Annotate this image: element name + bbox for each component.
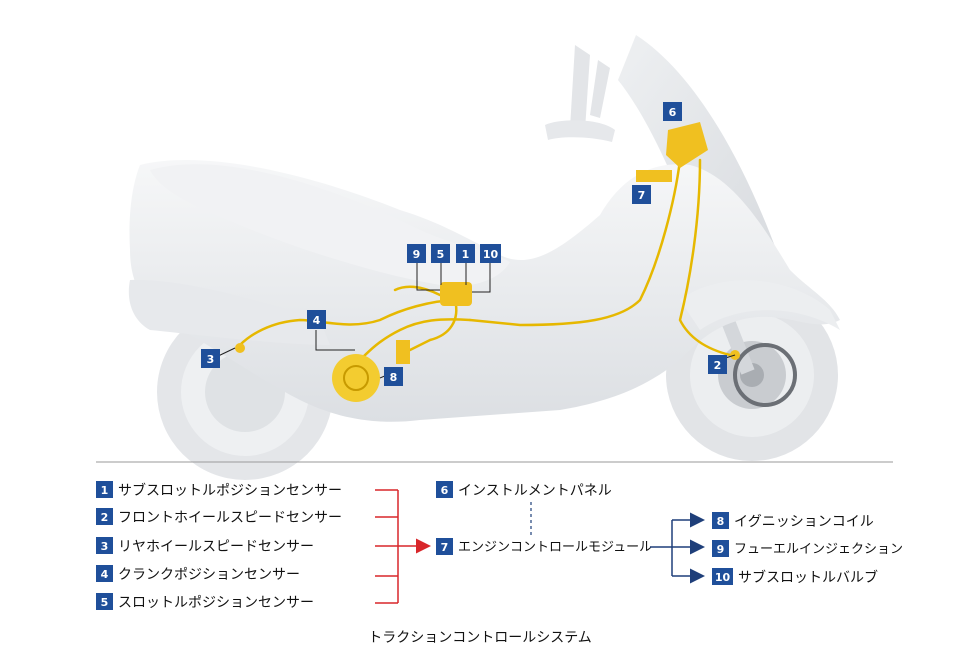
callout-2: 2 (708, 355, 727, 374)
callout-5: 5 (431, 244, 450, 263)
sensor-item-1: 1 サブスロットルポジションセンサー (96, 481, 342, 499)
svg-text:スロットルポジションセンサー: スロットルポジションセンサー (118, 595, 314, 611)
sensor-bracket (375, 489, 431, 604)
rear-speed-sensor-part (235, 343, 245, 353)
svg-text:7: 7 (638, 189, 646, 202)
handlebar (545, 45, 615, 142)
callout-9: 9 (407, 244, 426, 263)
svg-text:8: 8 (717, 515, 725, 528)
svg-text:フロントホイールスピードセンサー: フロントホイールスピードセンサー (118, 510, 342, 526)
svg-text:リヤホイールスピードセンサー: リヤホイールスピードセンサー (118, 539, 314, 555)
svg-text:9: 9 (717, 543, 725, 556)
svg-text:5: 5 (437, 248, 445, 261)
ecm-unit (636, 170, 672, 182)
callout-badges: 6 7 9 5 1 10 4 3 8 2 (201, 102, 727, 386)
svg-text:5: 5 (101, 596, 109, 609)
diagram-title: トラクションコントロールシステム (368, 630, 592, 646)
instrument-panel-unit (666, 122, 708, 168)
callout-3: 3 (201, 349, 220, 368)
output-item-8: 8 イグニッションコイル (712, 512, 874, 530)
svg-text:10: 10 (715, 571, 731, 584)
sensor-item-4: 4 クランクポジションセンサー (96, 565, 300, 583)
svg-text:8: 8 (390, 371, 398, 384)
scooter-illustration (128, 35, 840, 480)
svg-text:3: 3 (207, 353, 215, 366)
svg-text:サブスロットルバルブ: サブスロットルバルブ (738, 569, 878, 586)
front-fender (680, 280, 840, 330)
callout-leaders (213, 262, 736, 379)
callout-1: 1 (456, 244, 475, 263)
ecm-output-arrows (650, 512, 705, 584)
wiring-harness (238, 158, 732, 362)
svg-text:1: 1 (462, 248, 470, 261)
svg-text:2: 2 (714, 359, 722, 372)
callout-7: 7 (632, 185, 651, 204)
sensor-list: 1 サブスロットルポジションセンサー 2 フロントホイールスピードセンサー 3 … (96, 481, 342, 611)
svg-text:9: 9 (413, 248, 421, 261)
throttle-body (440, 282, 472, 306)
svg-text:フューエルインジェクション: フューエルインジェクション (734, 542, 903, 557)
output-item-10: 10 サブスロットルバルブ (712, 568, 878, 586)
ignition-coil-part (396, 340, 410, 364)
sensor-item-3: 3 リヤホイールスピードセンサー (96, 537, 314, 555)
svg-text:4: 4 (313, 314, 321, 327)
ecm-item-7: 7 エンジンコントロールモジュール (436, 538, 652, 555)
svg-text:クランクポジションセンサー: クランクポジションセンサー (118, 567, 300, 583)
panel-item-6: 6 インストルメントパネル (436, 481, 612, 499)
svg-text:6: 6 (441, 484, 449, 497)
svg-text:エンジンコントロールモジュール: エンジンコントロールモジュール (458, 540, 652, 555)
brake-disc (733, 343, 797, 407)
svg-text:サブスロットルポジションセンサー: サブスロットルポジションセンサー (118, 482, 342, 499)
svg-text:イグニッションコイル: イグニッションコイル (734, 514, 874, 530)
callout-6: 6 (663, 102, 682, 121)
output-list: 8 イグニッションコイル 9 フューエルインジェクション 10 サブスロットルバ… (712, 512, 903, 586)
callout-8: 8 (384, 367, 403, 386)
output-item-9: 9 フューエルインジェクション (712, 540, 903, 557)
svg-text:7: 7 (441, 541, 449, 554)
callout-10: 10 (480, 244, 501, 263)
sensor-item-2: 2 フロントホイールスピードセンサー (96, 508, 342, 526)
sensor-item-5: 5 スロットルポジションセンサー (96, 593, 314, 611)
callout-4: 4 (307, 310, 326, 329)
svg-text:1: 1 (101, 484, 109, 497)
crank-rotor (332, 354, 380, 402)
svg-text:3: 3 (101, 540, 109, 553)
svg-text:インストルメントパネル: インストルメントパネル (458, 483, 612, 499)
svg-text:4: 4 (101, 568, 109, 581)
muffler (128, 279, 330, 345)
svg-text:10: 10 (483, 248, 499, 261)
svg-text:6: 6 (669, 106, 677, 119)
svg-text:2: 2 (101, 511, 109, 524)
yellow-components (235, 122, 740, 402)
